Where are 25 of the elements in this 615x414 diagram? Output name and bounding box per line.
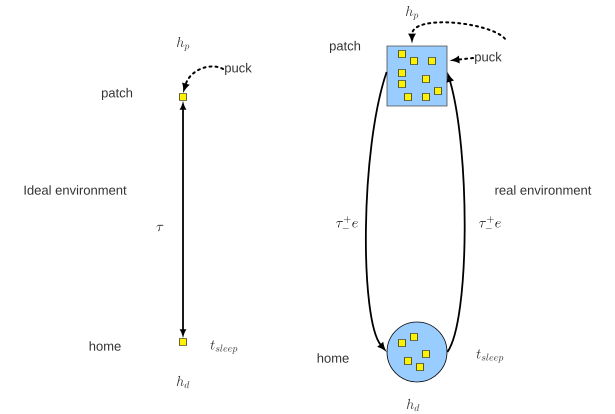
dotted-arrow <box>182 65 224 90</box>
dotted-arrow <box>408 21 506 41</box>
location-square <box>179 93 187 101</box>
edge-label: $\tau^{+}_{-}e$ <box>478 215 502 233</box>
edge-label: $\tau$ <box>155 224 165 232</box>
puck-label: puck <box>225 62 252 76</box>
dotted-arrow <box>452 56 474 63</box>
math-label: $t_{sleep}$ <box>476 349 504 362</box>
text-label: real environment <box>495 185 592 195</box>
text-label: home <box>318 353 349 363</box>
math-label: $h_p$ <box>176 36 190 52</box>
text-label: patch <box>330 40 360 54</box>
math-label: $t_{sleep}$ <box>210 340 238 354</box>
arrow <box>446 74 466 352</box>
arrow <box>365 72 388 350</box>
math-label: $h_d$ <box>406 398 420 412</box>
text-label: patch <box>102 88 132 100</box>
text-label: home <box>90 341 121 351</box>
math-label: $h_d$ <box>176 376 190 388</box>
text-label: Ideal environment <box>24 185 127 195</box>
edge-label: $\tau^{+}_{-}e$ <box>334 215 360 233</box>
puck-label: puck <box>475 52 502 64</box>
arrow <box>180 103 186 336</box>
location-square <box>179 338 187 346</box>
math-label: $h_p$ <box>406 6 418 20</box>
